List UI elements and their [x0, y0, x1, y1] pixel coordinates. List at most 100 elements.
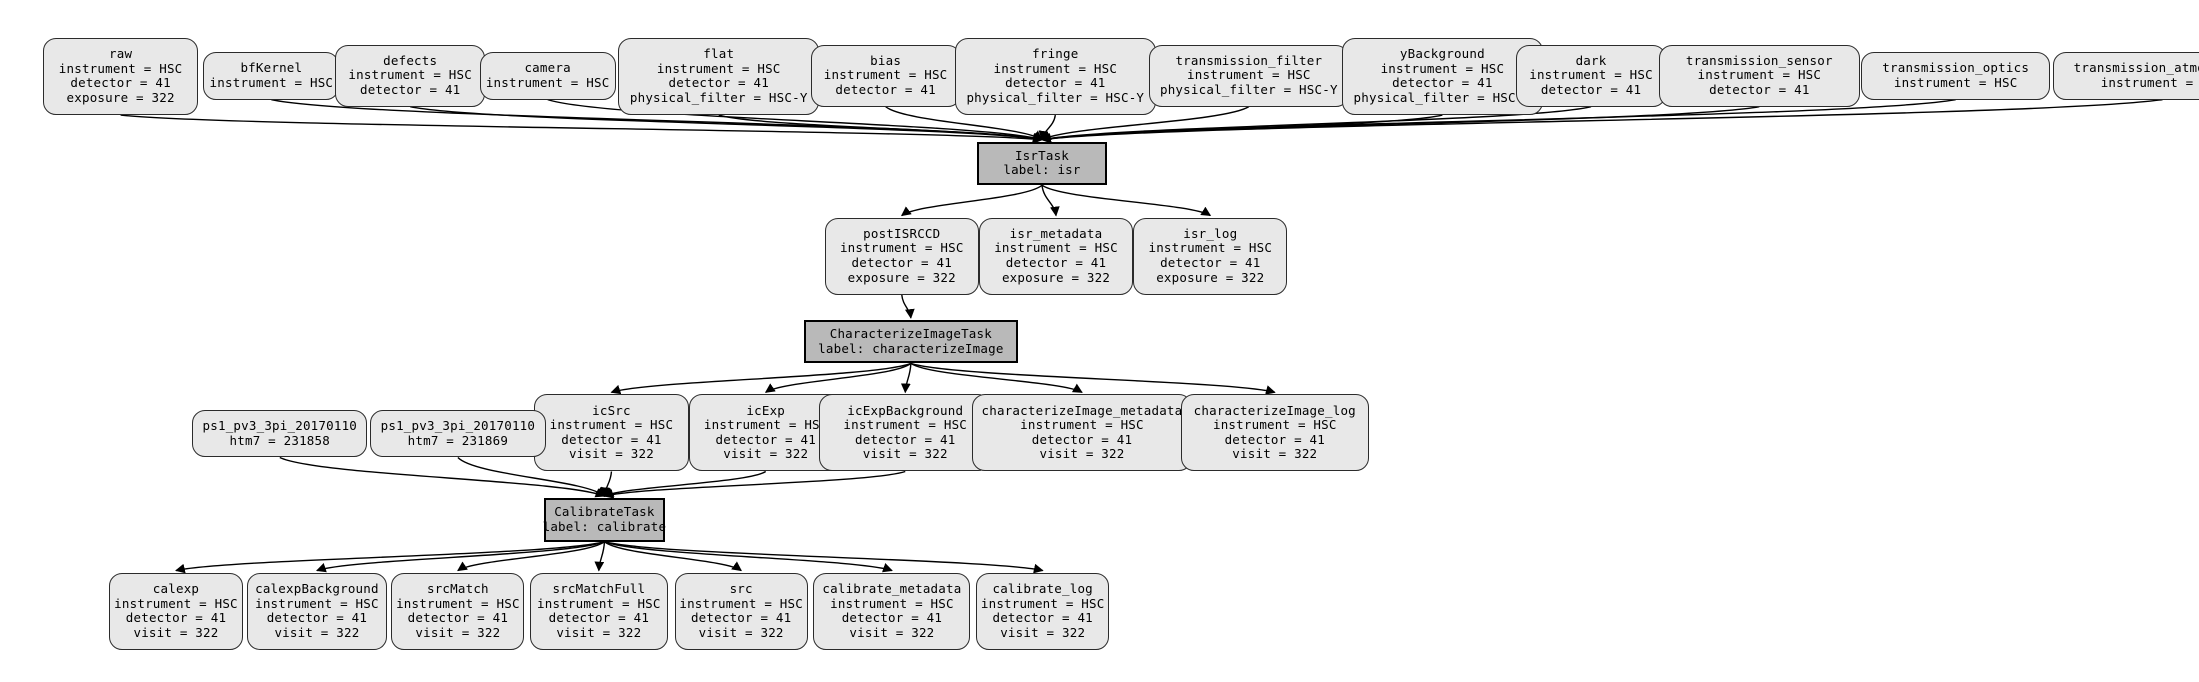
node-title: srcMatchFull	[552, 580, 646, 596]
node-title: bias	[870, 52, 902, 68]
node-dimension: exposure = 322	[66, 90, 175, 106]
node-dimension: instrument = HSC	[1148, 240, 1273, 256]
node-dimension: visit = 322	[556, 624, 642, 640]
edge-icExp-to-CalibrateTask	[603, 470, 767, 497]
node-dimension: detector = 41	[668, 75, 769, 91]
edge-CharacterizeImageTask-to-icExp	[764, 362, 912, 393]
node-dimension: instrument = HSC	[679, 595, 803, 611]
node-dimension: visit = 322	[723, 446, 809, 462]
edge-postISRCCD-to-CharacterizeImageTask	[901, 294, 915, 319]
dataset-node-transmission_atmosphere[interactable]: transmission_atmosphereinstrument = HSC	[2053, 51, 2199, 100]
node-title: transmission_filter	[1175, 52, 1323, 68]
node-dimension: instrument = HSC	[993, 60, 1118, 76]
edge-group	[120, 98, 2163, 574]
node-dimension: detector = 41	[70, 75, 171, 91]
node-dimension: detector = 41	[841, 610, 943, 626]
node-dimension: instrument = HSC	[830, 595, 954, 611]
edge-CalibrateTask-to-srcMatch	[457, 541, 605, 572]
edge-icExpBackground-to-CalibrateTask	[603, 470, 906, 499]
node-dimension: exposure = 322	[847, 269, 956, 285]
node-dimension: visit = 322	[274, 624, 360, 640]
node-dimension: instrument = HSC	[823, 67, 948, 83]
edge-IsrTask-to-isr_log	[1041, 184, 1212, 217]
node-dimension: detector = 41	[690, 610, 792, 626]
node-dimension: detector = 41	[715, 431, 816, 447]
edge-CalibrateTask-to-src	[603, 541, 742, 572]
node-title: flat	[703, 46, 735, 62]
edge-fringe-to-IsrTask	[1038, 114, 1057, 141]
node-dimension: detector = 41	[1224, 431, 1325, 447]
node-dimension: label: characterizeImage	[818, 340, 1004, 356]
node-dimension: instrument = HSC	[839, 240, 964, 256]
edge-icSrc-to-CalibrateTask	[600, 471, 613, 498]
edge-CalibrateTask-to-calexpBackground	[316, 541, 605, 573]
edge-IsrTask-to-isr_metadata	[1041, 185, 1060, 217]
node-title: characterizeImage_metadata	[981, 402, 1183, 418]
node-dimension: detector = 41	[561, 431, 662, 447]
node-title: CharacterizeImageTask	[829, 326, 992, 342]
node-dimension: visit = 322	[1000, 624, 1086, 640]
node-dimension: visit = 322	[415, 624, 501, 640]
edge-yBackground-to-IsrTask	[1041, 114, 1443, 143]
node-title: src	[729, 580, 753, 596]
node-dimension: instrument = HSC	[843, 417, 968, 433]
edge-CalibrateTask-to-calibrate_metadata	[604, 541, 893, 573]
node-dimension: instrument = HSC	[656, 60, 781, 76]
node-title: icExpBackground	[847, 402, 964, 418]
node-dimension: visit = 322	[698, 624, 784, 640]
node-dimension: visit = 322	[1039, 446, 1125, 462]
node-dimension: detector = 41	[1005, 75, 1106, 91]
node-title: bfKernel	[240, 60, 303, 76]
node-title: transmission_optics	[1882, 60, 2030, 76]
node-dimension: instrument = HSC	[980, 595, 1105, 611]
node-dimension: detector = 41	[548, 610, 650, 626]
node-dimension: detector = 41	[855, 431, 956, 447]
node-dimension: detector = 41	[1392, 75, 1493, 91]
node-title: ps1_pv3_3pi_20170110	[380, 418, 536, 433]
node-title: srcMatch	[426, 580, 489, 596]
node-dimension: exposure = 322	[1001, 269, 1111, 285]
node-dimension: instrument = HSC	[348, 67, 472, 83]
node-dimension: physical_filter = HSC-Y	[1159, 82, 1338, 98]
node-dimension: visit = 322	[133, 624, 219, 640]
node-dimension: visit = 322	[568, 446, 654, 462]
node-dimension: instrument = HSC	[1697, 67, 1822, 83]
node-dimension: instrument = HSC	[2100, 74, 2199, 90]
node-dimension: visit = 322	[862, 446, 948, 462]
node-dimension: instrument = HSC	[58, 60, 183, 76]
node-dimension: instrument = HSC	[1529, 67, 1653, 83]
node-title: transmission_sensor	[1685, 52, 1833, 68]
